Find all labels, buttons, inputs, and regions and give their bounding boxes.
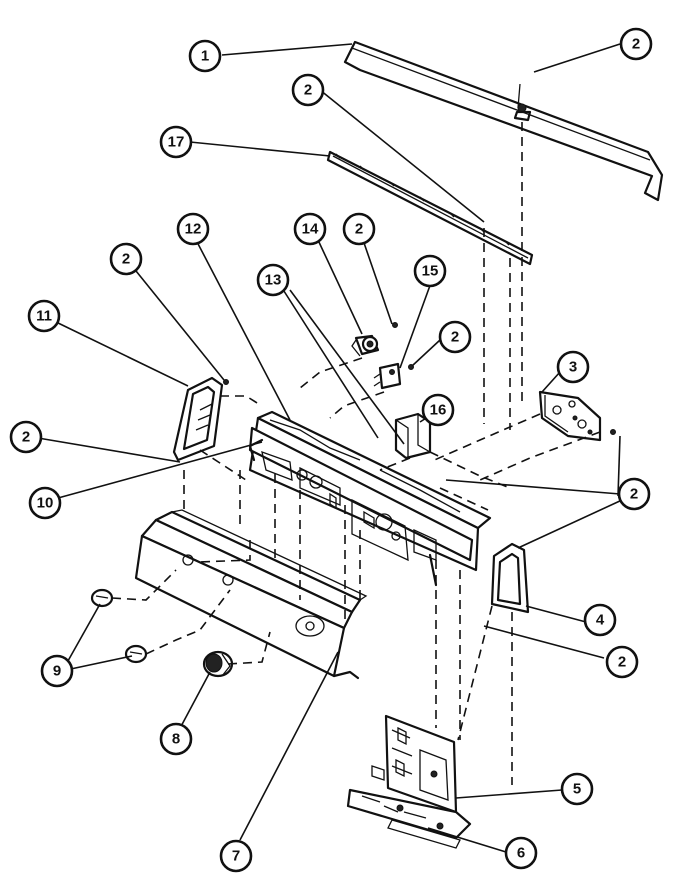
part-3-control-board xyxy=(538,390,616,442)
callout-10: 10 xyxy=(28,486,62,520)
svg-text:10: 10 xyxy=(37,495,54,512)
svg-text:1: 1 xyxy=(201,48,209,65)
part-1-top-cover xyxy=(343,40,664,202)
callout-2: 2 xyxy=(438,320,472,354)
callout-3: 3 xyxy=(556,350,590,384)
svg-text:15: 15 xyxy=(422,263,439,280)
callout-9: 9 xyxy=(40,654,74,688)
part-14-component xyxy=(351,334,380,357)
svg-text:12: 12 xyxy=(185,221,202,238)
svg-text:2: 2 xyxy=(22,429,30,446)
svg-text:2: 2 xyxy=(355,221,363,238)
svg-text:6: 6 xyxy=(517,845,525,862)
callout-17: 17 xyxy=(159,125,193,159)
svg-text:2: 2 xyxy=(630,486,638,503)
svg-text:2: 2 xyxy=(451,329,459,346)
part-8-timer-knob xyxy=(202,650,234,678)
part-6-base xyxy=(346,788,472,849)
callout-13: 13 xyxy=(256,263,290,297)
part-17-strip xyxy=(326,150,534,266)
callout-14: 14 xyxy=(293,212,327,246)
svg-text:2: 2 xyxy=(304,82,312,99)
callout-2: 2 xyxy=(291,73,325,107)
callout-2: 2 xyxy=(605,645,639,679)
svg-text:7: 7 xyxy=(232,848,240,865)
svg-text:16: 16 xyxy=(430,402,447,419)
callout-6: 6 xyxy=(504,836,538,870)
callout-7: 7 xyxy=(219,839,253,873)
part-7-control-panel-overlay xyxy=(134,509,368,680)
callout-2: 2 xyxy=(619,27,653,61)
svg-text:2: 2 xyxy=(632,36,640,53)
callout-2: 2 xyxy=(617,477,651,511)
svg-text:4: 4 xyxy=(596,612,605,629)
callout-1: 1 xyxy=(188,39,222,73)
callout-12: 12 xyxy=(176,212,210,246)
svg-text:9: 9 xyxy=(53,663,61,680)
svg-text:8: 8 xyxy=(172,731,180,748)
svg-text:17: 17 xyxy=(168,134,185,151)
svg-text:3: 3 xyxy=(569,359,577,376)
callout-8: 8 xyxy=(159,722,193,756)
svg-text:11: 11 xyxy=(36,308,52,325)
part-5-electronic-board xyxy=(371,714,458,814)
part-11-left-end-bracket xyxy=(172,376,229,462)
callout-2: 2 xyxy=(342,212,376,246)
callout-11: 11 xyxy=(27,299,61,333)
callout-4: 4 xyxy=(583,603,617,637)
callout-2: 2 xyxy=(109,242,143,276)
part-9-knobs xyxy=(90,588,148,664)
callout-16: 16 xyxy=(421,393,455,427)
svg-text:14: 14 xyxy=(302,221,319,238)
leader-lines xyxy=(37,43,623,853)
callout-5: 5 xyxy=(560,772,594,806)
callout-2: 2 xyxy=(9,420,43,454)
part-4-right-end-cap xyxy=(490,542,530,614)
svg-text:2: 2 xyxy=(122,251,130,268)
callout-15: 15 xyxy=(413,254,447,288)
part-16-bracket xyxy=(394,412,432,460)
svg-text:13: 13 xyxy=(265,272,282,289)
part-12-console-panel xyxy=(248,410,492,587)
svg-text:2: 2 xyxy=(618,654,626,671)
callouts: 1 2 2 17 12 14 2 15 13 2 11 2 3 2 16 10 … xyxy=(9,27,653,873)
part-15-component xyxy=(373,322,414,390)
svg-text:5: 5 xyxy=(573,781,581,798)
